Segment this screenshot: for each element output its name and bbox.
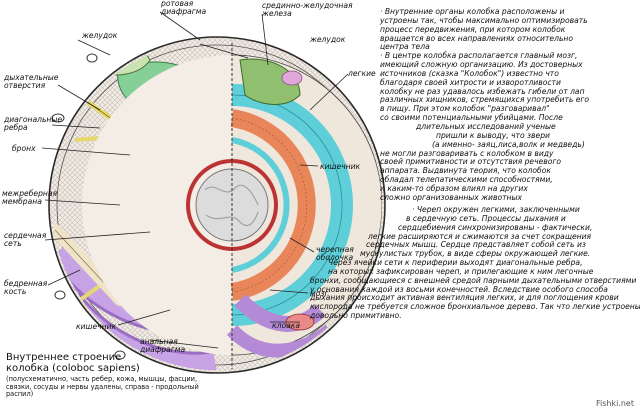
description-bottom-line: кислорода не требуется сложное бронхиаль… <box>310 302 640 312</box>
description-top: · Внутренние органы колобка расположены … <box>380 7 590 203</box>
description-top-line: центра тела <box>380 42 430 52</box>
label-stomach-left: желудок <box>82 31 118 40</box>
label-respiratory-openings: дыхательные отверстия <box>4 73 59 90</box>
description-top-line: · В центре колобка располагается главный… <box>380 51 578 61</box>
description-top-line: (а именно- заяц,лиса,волк и медведь) <box>432 139 585 149</box>
description-bottom-line: на которых зафиксирован череп, и прилега… <box>328 266 594 276</box>
description-top-line: в пищу. При этом колобок "разговаривал" <box>380 104 550 114</box>
description-bottom-line: дыхания происходит активная вентиляция л… <box>310 293 619 303</box>
description-top-line: · Внутренние органы колобка расположены … <box>380 7 565 16</box>
label-stomach-right: желудок <box>310 35 346 44</box>
skull-membrane <box>231 137 290 273</box>
description-top-line: устроены так, чтобы максимально оптимизи… <box>380 15 588 25</box>
label-intercostal-membrane: межреберная мембрана <box>2 189 58 206</box>
label-skull-membrane: черепная оболочка <box>316 245 354 262</box>
label-lungs: легкие <box>348 69 376 78</box>
description-top-line: своей примитивности и отсутствия речевог… <box>380 157 562 167</box>
description-bottom-line: довольно примитивно. <box>310 311 402 321</box>
description-top-line: со своими потенциальными убийцами. После <box>380 113 563 123</box>
description-bottom-line: легкие расширяются и сжимаются за счет с… <box>368 231 592 241</box>
label-intestine-bottom: кишечник <box>76 322 117 331</box>
stomach-right <box>239 58 303 105</box>
description-top-line: и каким-то образом влиял на других <box>380 183 528 193</box>
label-intestine-right: кишечник <box>320 162 361 171</box>
description-bottom-line: сердцебиения синхронизированы - фактичес… <box>398 222 593 232</box>
label-bronchus: бронх <box>12 144 36 153</box>
description-top-line: благодаря своей хитрости и изворотливост… <box>380 77 561 87</box>
label-midgastric-gland: срединно-желудочная железа <box>262 1 353 18</box>
description-bottom-line: сердечных мышц. Сердце представляет собо… <box>366 240 586 250</box>
label-diagonal-ribs: диагональные ребра <box>4 115 63 132</box>
watermark: Fishki.net <box>595 399 634 408</box>
label-anal-diaphragm: анальная диафрагма <box>140 337 186 354</box>
description-bottom-line: Через ячейки сети к периферии выходят ди… <box>328 258 583 268</box>
label-cloaca: клоака <box>272 321 300 330</box>
respiratory-openings <box>51 53 126 360</box>
description-bottom-line: мускулистых трубок, в виде сферы окружаю… <box>360 249 591 259</box>
description-top-line: источников (сказка "Колобок") известно ч… <box>380 68 559 78</box>
caption-title: Внутреннее строение колобка (colobос sap… <box>6 352 140 374</box>
description-top-line: длительных исследований ученые <box>416 121 556 131</box>
caption-note: (полусхематично, часть ребер, кожа, мышц… <box>6 375 199 399</box>
description-top-line: различных хищников, стремящихся употреби… <box>380 95 590 105</box>
description-top-line: аппарата. Выдвинута теория, что колобок <box>380 166 551 176</box>
description-top-line: колобку не раз удавалось избежать гибели… <box>380 86 585 96</box>
description-top-line: не могли разговаривать с колобком в виду <box>380 148 554 158</box>
lung-right <box>231 84 353 326</box>
description-bottom-line: у основания каждой из восьми конечностей… <box>310 284 608 294</box>
description-top-line: пришли к выводу, что звери <box>436 130 550 140</box>
description-bottom-line: бронхи, сообщающиеся с внешней средой па… <box>310 275 637 285</box>
description-top-line: обладал телепатическими способностями, <box>380 175 553 185</box>
description-top-line: имеющий сложную организацию. Из достовер… <box>380 60 583 70</box>
label-femur: бедренная кость <box>4 279 48 296</box>
description-top-line: сложно организованных животных <box>380 192 522 202</box>
label-heart-net: сердечная сеть <box>4 231 47 248</box>
leader-lines <box>41 11 349 349</box>
description-top-line: процесс передвижения, при котором колобо… <box>380 24 566 34</box>
description-top-line: вращается во всех направлениях относител… <box>380 33 574 43</box>
description-bottom-line: · Череп окружен легкими, заключенными <box>412 205 580 214</box>
description-bottom-line: в сердечную сеть. Процессы дыхания и <box>406 213 566 223</box>
label-brain: мозг <box>310 289 329 298</box>
label-mouth-diaphragm: ротовая диафрагма <box>161 0 207 16</box>
intestine-right <box>230 109 316 301</box>
